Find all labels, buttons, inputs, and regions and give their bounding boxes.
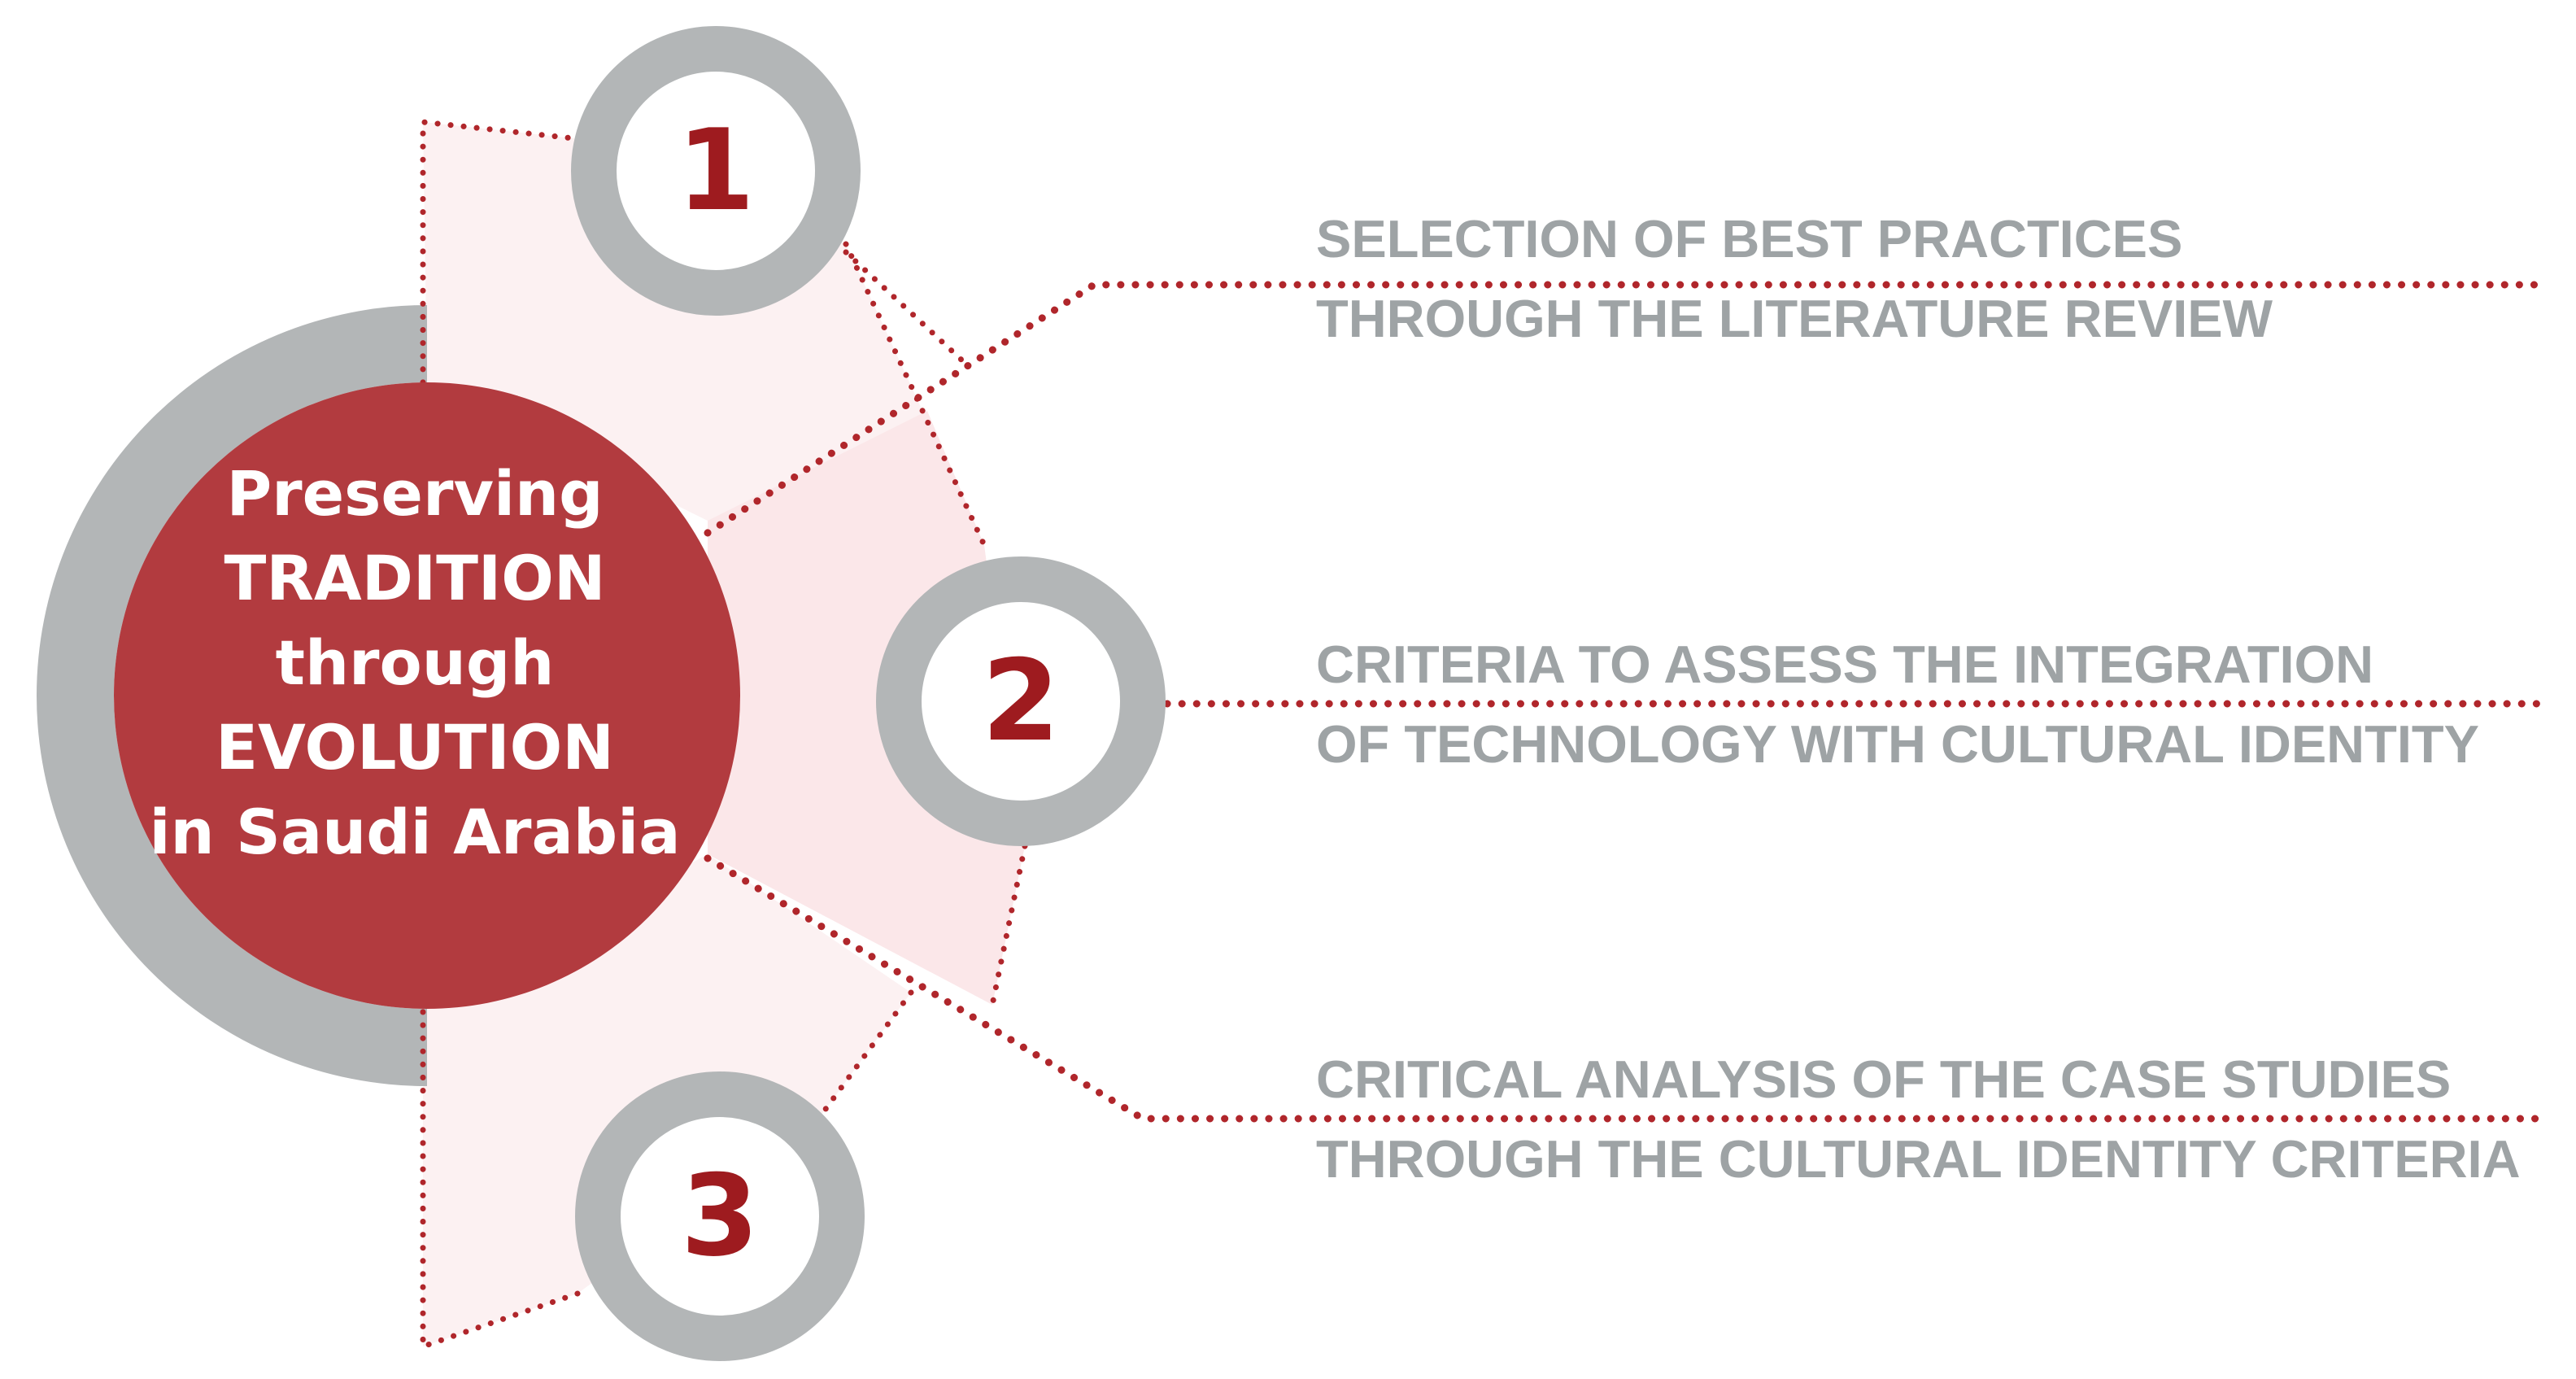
connector-lines bbox=[704, 281, 2542, 1123]
center-title-line: in Saudi Arabia bbox=[149, 796, 681, 868]
center-title-line: through bbox=[275, 626, 555, 699]
center-title: Preserving TRADITION through EVOLUTION i… bbox=[122, 452, 708, 875]
step-3-label-line: THROUGH THE CULTURAL IDENTITY CRITERIA bbox=[1316, 1129, 2521, 1189]
step-2-label-line: OF TECHNOLOGY WITH CULTURAL IDENTITY bbox=[1316, 714, 2479, 774]
step-1-label-line: THROUGH THE LITERATURE REVIEW bbox=[1316, 289, 2273, 348]
step-1-label: SELECTION OF BEST PRACTICES THROUGH THE … bbox=[1316, 199, 2536, 359]
step-3-label-line: CRITICAL ANALYSIS OF THE CASE STUDIES bbox=[1316, 1050, 2452, 1109]
center-title-line: Preserving bbox=[226, 457, 604, 530]
step-3-ring bbox=[575, 1071, 865, 1361]
center-circle bbox=[114, 382, 740, 1009]
step-2-label-line: CRITERIA TO ASSESS THE INTEGRATION bbox=[1316, 635, 2374, 694]
step-2-number: 2 bbox=[981, 635, 1061, 766]
step-2-ring bbox=[876, 556, 1166, 846]
center-outer-arc bbox=[37, 305, 427, 1086]
step-3-number: 3 bbox=[680, 1150, 760, 1281]
connector-step-1 bbox=[704, 281, 2542, 537]
center-title-line: EVOLUTION bbox=[216, 711, 614, 783]
step-1-ring bbox=[571, 26, 861, 316]
step-3-label: CRITICAL ANALYSIS OF THE CASE STUDIES TH… bbox=[1316, 1040, 2536, 1199]
step-1-label-line: SELECTION OF BEST PRACTICES bbox=[1316, 209, 2183, 268]
step-1-number: 1 bbox=[676, 105, 756, 236]
fan-wedge-middle bbox=[708, 411, 1025, 1005]
fan-dotted-outline bbox=[420, 119, 1028, 1351]
step-2-label: CRITERIA TO ASSESS THE INTEGRATION OF TE… bbox=[1316, 625, 2536, 784]
center-title-line: TRADITION bbox=[224, 542, 606, 614]
